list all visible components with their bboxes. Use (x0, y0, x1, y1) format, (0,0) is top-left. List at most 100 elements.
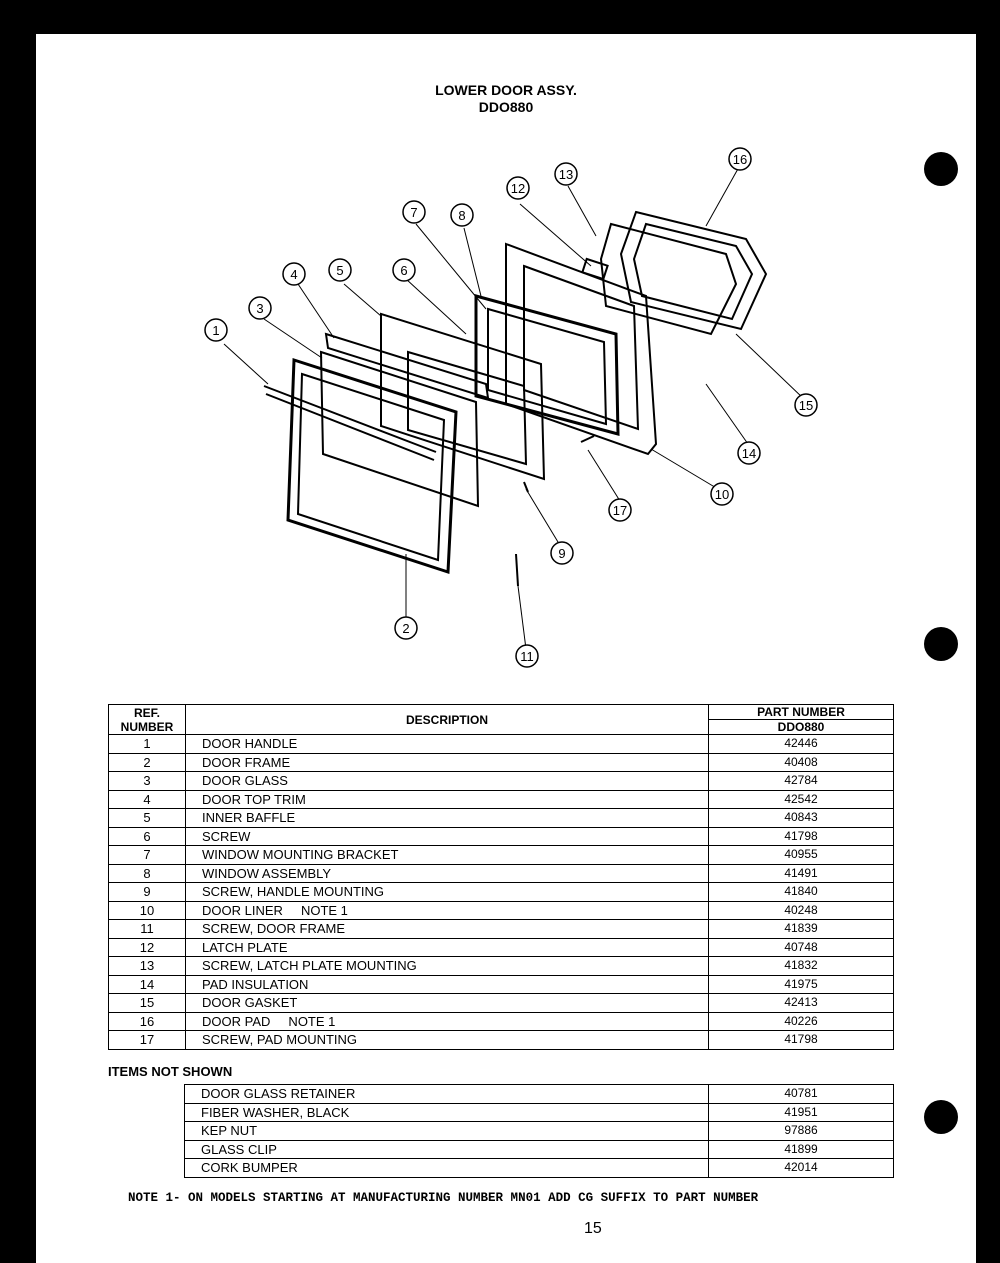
ref-cell: 2 (108, 752, 186, 772)
part-number-header: PART NUMBER (708, 704, 894, 720)
callout-6: 6 (400, 263, 407, 278)
description-cell: CORK BUMPER (184, 1158, 709, 1178)
ref-cell: 8 (108, 863, 186, 883)
callout-12: 12 (511, 181, 525, 196)
description-cell: DOOR TOP TRIM (185, 789, 709, 809)
door-glass-shape (319, 350, 480, 508)
model-header: DDO880 (708, 719, 894, 735)
ref-cell: 14 (108, 974, 186, 994)
part-number-cell: 40248 (708, 900, 894, 920)
part-number-cell: 41798 (708, 826, 894, 846)
part-number-cell: 41975 (708, 974, 894, 994)
parts-table: REF. NUMBER DESCRIPTION PART NUMBER DDO8… (108, 704, 894, 1050)
callout-9: 9 (558, 546, 565, 561)
binder-hole (924, 152, 958, 186)
door-frame-shape (286, 357, 458, 575)
title-line-1: LOWER DOOR ASSY. (435, 82, 577, 98)
ref-cell: 9 (108, 882, 186, 902)
description-cell: SCREW, DOOR FRAME (185, 919, 709, 939)
callout-7: 7 (410, 205, 417, 220)
ref-cell: 17 (108, 1030, 186, 1050)
ref-cell: 15 (108, 993, 186, 1013)
page-mark: 15 (584, 1220, 602, 1237)
callout-10: 10 (715, 487, 729, 502)
exploded-door-diagram: 1 2 3 4 5 6 7 8 9 10 11 12 13 14 15 16 1… (204, 147, 818, 668)
part-number-cell: 40748 (708, 937, 894, 957)
door-liner-shape (505, 242, 658, 456)
callout-17: 17 (613, 503, 627, 518)
binder-hole (924, 627, 958, 661)
page-title: LOWER DOOR ASSY. DDO880 (36, 82, 976, 116)
description-header: DESCRIPTION (185, 704, 709, 735)
ref-cell: 10 (108, 900, 186, 920)
description-cell: DOOR LINER NOTE 1 (185, 900, 709, 920)
part-number-cell: 41798 (708, 1030, 894, 1050)
part-number-cell: 40843 (708, 808, 894, 828)
door-handle-shape (263, 385, 437, 461)
part-number-cell: 41832 (708, 956, 894, 976)
part-number-cell: 41491 (708, 863, 894, 883)
ref-cell: 11 (108, 919, 186, 939)
callout-1: 1 (212, 323, 219, 338)
description-cell: PAD INSULATION (185, 974, 709, 994)
items-not-shown-label: ITEMS NOT SHOWN (108, 1064, 233, 1079)
ref-number-header: REF. NUMBER (108, 704, 186, 735)
part-number-cell: 41951 (708, 1102, 894, 1122)
callout-16: 16 (733, 152, 747, 167)
callout-8: 8 (458, 208, 465, 223)
part-number-cell: 41840 (708, 882, 894, 902)
description-cell: WINDOW ASSEMBLY (185, 863, 709, 883)
ref-cell: 12 (108, 937, 186, 957)
callout-15: 15 (799, 398, 813, 413)
description-cell: INNER BAFFLE (185, 808, 709, 828)
ref-cell: 7 (108, 845, 186, 865)
ref-cell: 3 (108, 771, 186, 791)
door-top-trim-shape (324, 332, 490, 400)
description-cell: DOOR HANDLE (185, 734, 709, 754)
description-cell: SCREW (185, 826, 709, 846)
callout-3: 3 (256, 301, 263, 316)
callout-4: 4 (290, 267, 297, 282)
door-gasket-shape (599, 222, 738, 336)
description-cell: WINDOW MOUNTING BRACKET (185, 845, 709, 865)
description-cell: SCREW, LATCH PLATE MOUNTING (185, 956, 709, 976)
description-cell: DOOR GLASS RETAINER (184, 1084, 709, 1104)
part-number-cell: 42446 (708, 734, 894, 754)
ref-cell: 4 (108, 789, 186, 809)
part-number-cell: 40955 (708, 845, 894, 865)
part-number-cell: 41899 (708, 1139, 894, 1159)
part-number-cell: 97886 (708, 1121, 894, 1141)
window-assembly-shape (474, 294, 620, 436)
description-cell: KEP NUT (184, 1121, 709, 1141)
description-cell: LATCH PLATE (185, 937, 709, 957)
document-page: LOWER DOOR ASSY. DDO880 (36, 34, 976, 1263)
binder-hole (924, 1100, 958, 1134)
description-cell: GLASS CLIP (184, 1139, 709, 1159)
callout-5: 5 (336, 263, 343, 278)
callout-13: 13 (559, 167, 573, 182)
description-cell: DOOR GLASS (185, 771, 709, 791)
ref-cell: 5 (108, 808, 186, 828)
footnote: NOTE 1- ON MODELS STARTING AT MANUFACTUR… (128, 1191, 759, 1205)
part-number-cell: 42413 (708, 993, 894, 1013)
callout-14: 14 (742, 446, 756, 461)
part-number-cell: 42784 (708, 771, 894, 791)
part-number-cell: 40408 (708, 752, 894, 772)
description-cell: SCREW, HANDLE MOUNTING (185, 882, 709, 902)
